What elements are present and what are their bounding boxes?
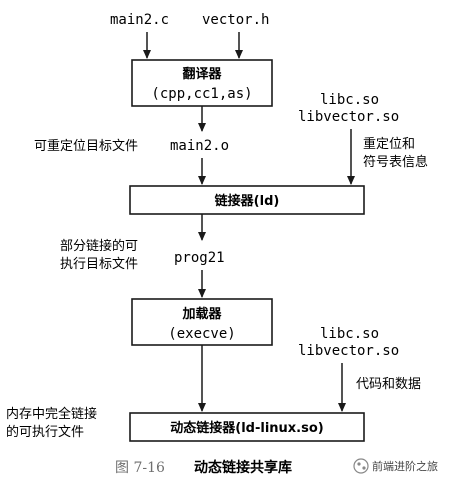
libc-so-top: libc.so xyxy=(320,92,379,108)
watermark-logo-icon xyxy=(353,458,369,474)
libvector-so-top: libvector.so xyxy=(298,109,399,125)
relocation-symbol-info-line2: 符号表信息 xyxy=(363,154,428,170)
libvector-so-bottom: libvector.so xyxy=(298,343,399,359)
main2-o-label: main2.o xyxy=(170,138,229,154)
linker-box xyxy=(129,185,365,215)
figure-number: 图 7-16 xyxy=(115,460,165,476)
partial-label-line1: 部分链接的可 xyxy=(60,238,138,254)
loader-title: 加载器 xyxy=(181,306,222,322)
memory-label-line2: 的可执行文件 xyxy=(6,424,84,440)
watermark: 前端进阶之旅 xyxy=(353,458,438,474)
relocatable-label: 可重定位目标文件 xyxy=(34,138,138,154)
memory-label-line1: 内存中完全链接 xyxy=(6,406,97,422)
relocation-symbol-info-line1: 重定位和 xyxy=(363,136,415,152)
linker-label: 链接器(ld) xyxy=(214,193,280,209)
translators-box xyxy=(131,59,273,107)
partial-label-line2: 执行目标文件 xyxy=(60,257,138,272)
figure-title: 动态链接共享库 xyxy=(194,459,292,476)
watermark-logo-dot-2 xyxy=(362,466,366,470)
dynamic-linker-box xyxy=(129,412,365,442)
prog21-label: prog21 xyxy=(174,250,225,266)
dynamic-linker-label: 动态链接器(ld-linux.so) xyxy=(170,420,323,436)
loader-box xyxy=(131,298,273,346)
vector-h-label: vector.h xyxy=(202,12,269,28)
code-and-data-label: 代码和数据 xyxy=(356,377,421,392)
watermark-text: 前端进阶之旅 xyxy=(372,459,438,473)
loader-subtitle: (execve) xyxy=(168,326,235,342)
main2-c-label: main2.c xyxy=(110,12,169,28)
libc-so-bottom: libc.so xyxy=(320,326,379,342)
translators-title: 翻译器 xyxy=(182,66,222,82)
translators-subtitle: (cpp,cc1,as) xyxy=(151,86,252,102)
watermark-logo-dot xyxy=(357,462,361,466)
